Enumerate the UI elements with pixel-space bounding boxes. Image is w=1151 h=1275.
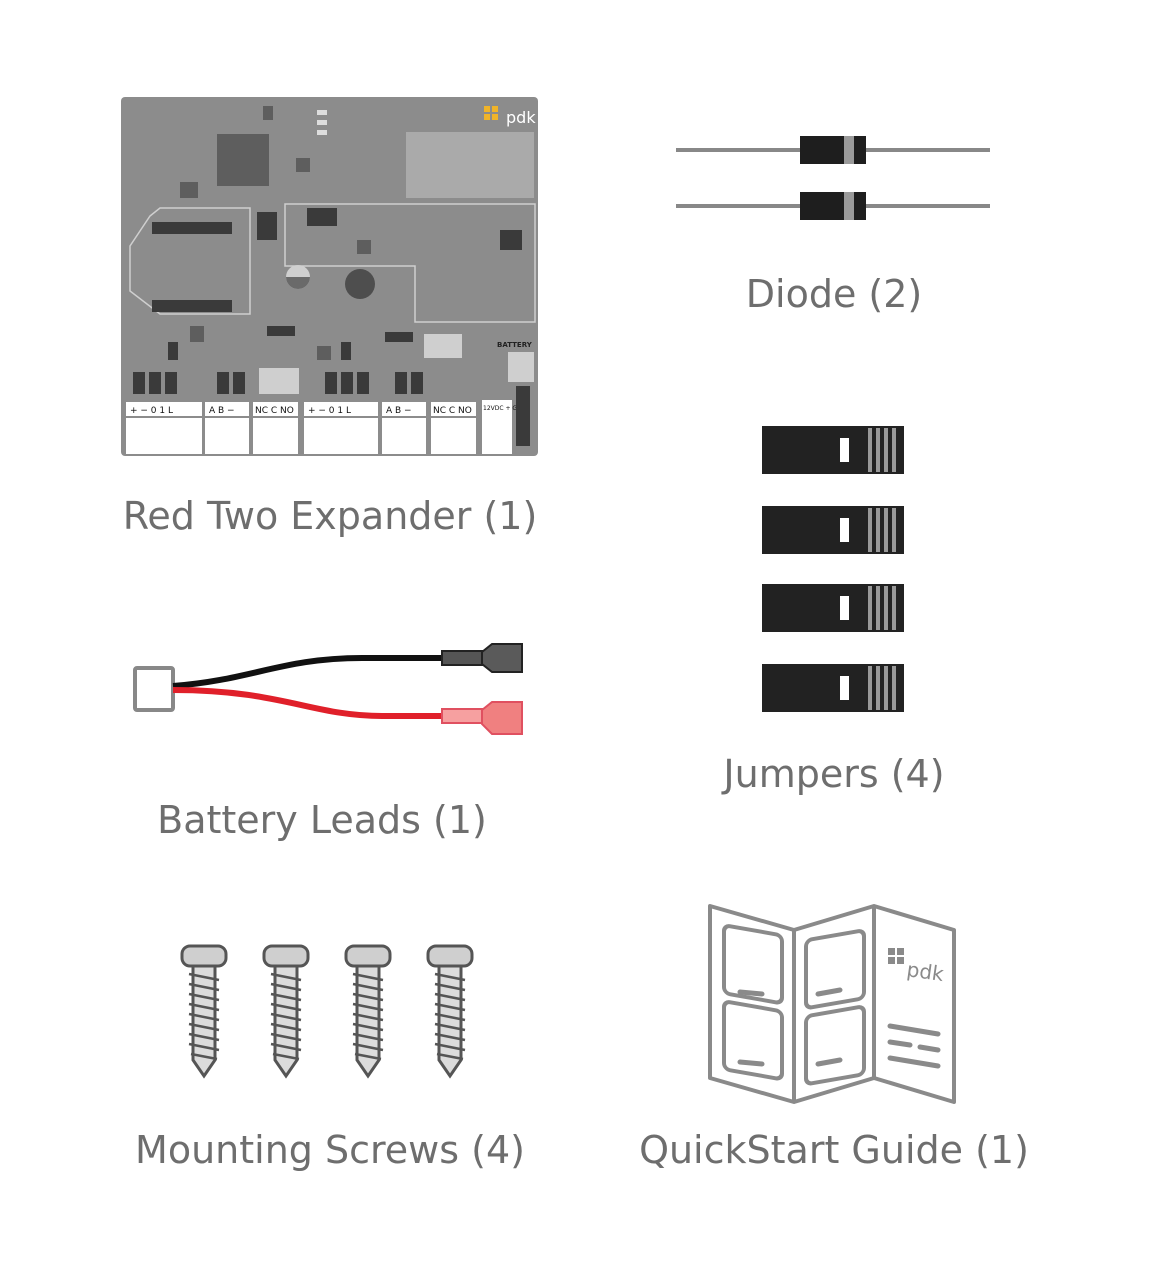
battery-leads-illustration (133, 643, 523, 735)
svg-text:12VDC + GND: 12VDC + GND (483, 405, 527, 412)
svg-text:+ − 0 1 L: + − 0 1 L (130, 406, 173, 416)
svg-text:pdk: pdk (905, 957, 945, 986)
svg-text:A B −: A B − (209, 406, 235, 416)
item-label-quickstart-guide: QuickStart Guide (1) (639, 1128, 1029, 1172)
svg-text:NC C NO: NC C NO (433, 406, 472, 416)
item-label-expander: Red Two Expander (1) (122, 494, 538, 538)
expander-board-illustration: BATTERY pdk + − 0 1 L A B − NC C NO + − … (121, 97, 538, 456)
svg-text:NC C NO: NC C NO (255, 406, 294, 416)
svg-text:+ − 0 1 L: + − 0 1 L (308, 406, 351, 416)
mounting-screws-illustration (180, 944, 474, 1078)
diode-illustration (676, 136, 990, 220)
svg-text:BATTERY: BATTERY (497, 341, 533, 349)
quickstart-guide-illustration: pdk (708, 904, 956, 1104)
item-label-jumpers: Jumpers (4) (723, 752, 945, 796)
item-label-mounting-screws: Mounting Screws (4) (135, 1128, 525, 1172)
svg-text:A B −: A B − (386, 406, 412, 416)
item-label-diode: Diode (2) (745, 272, 923, 316)
svg-text:pdk: pdk (506, 108, 536, 127)
item-label-battery-leads: Battery Leads (1) (157, 798, 487, 842)
jumpers-illustration (762, 426, 904, 712)
